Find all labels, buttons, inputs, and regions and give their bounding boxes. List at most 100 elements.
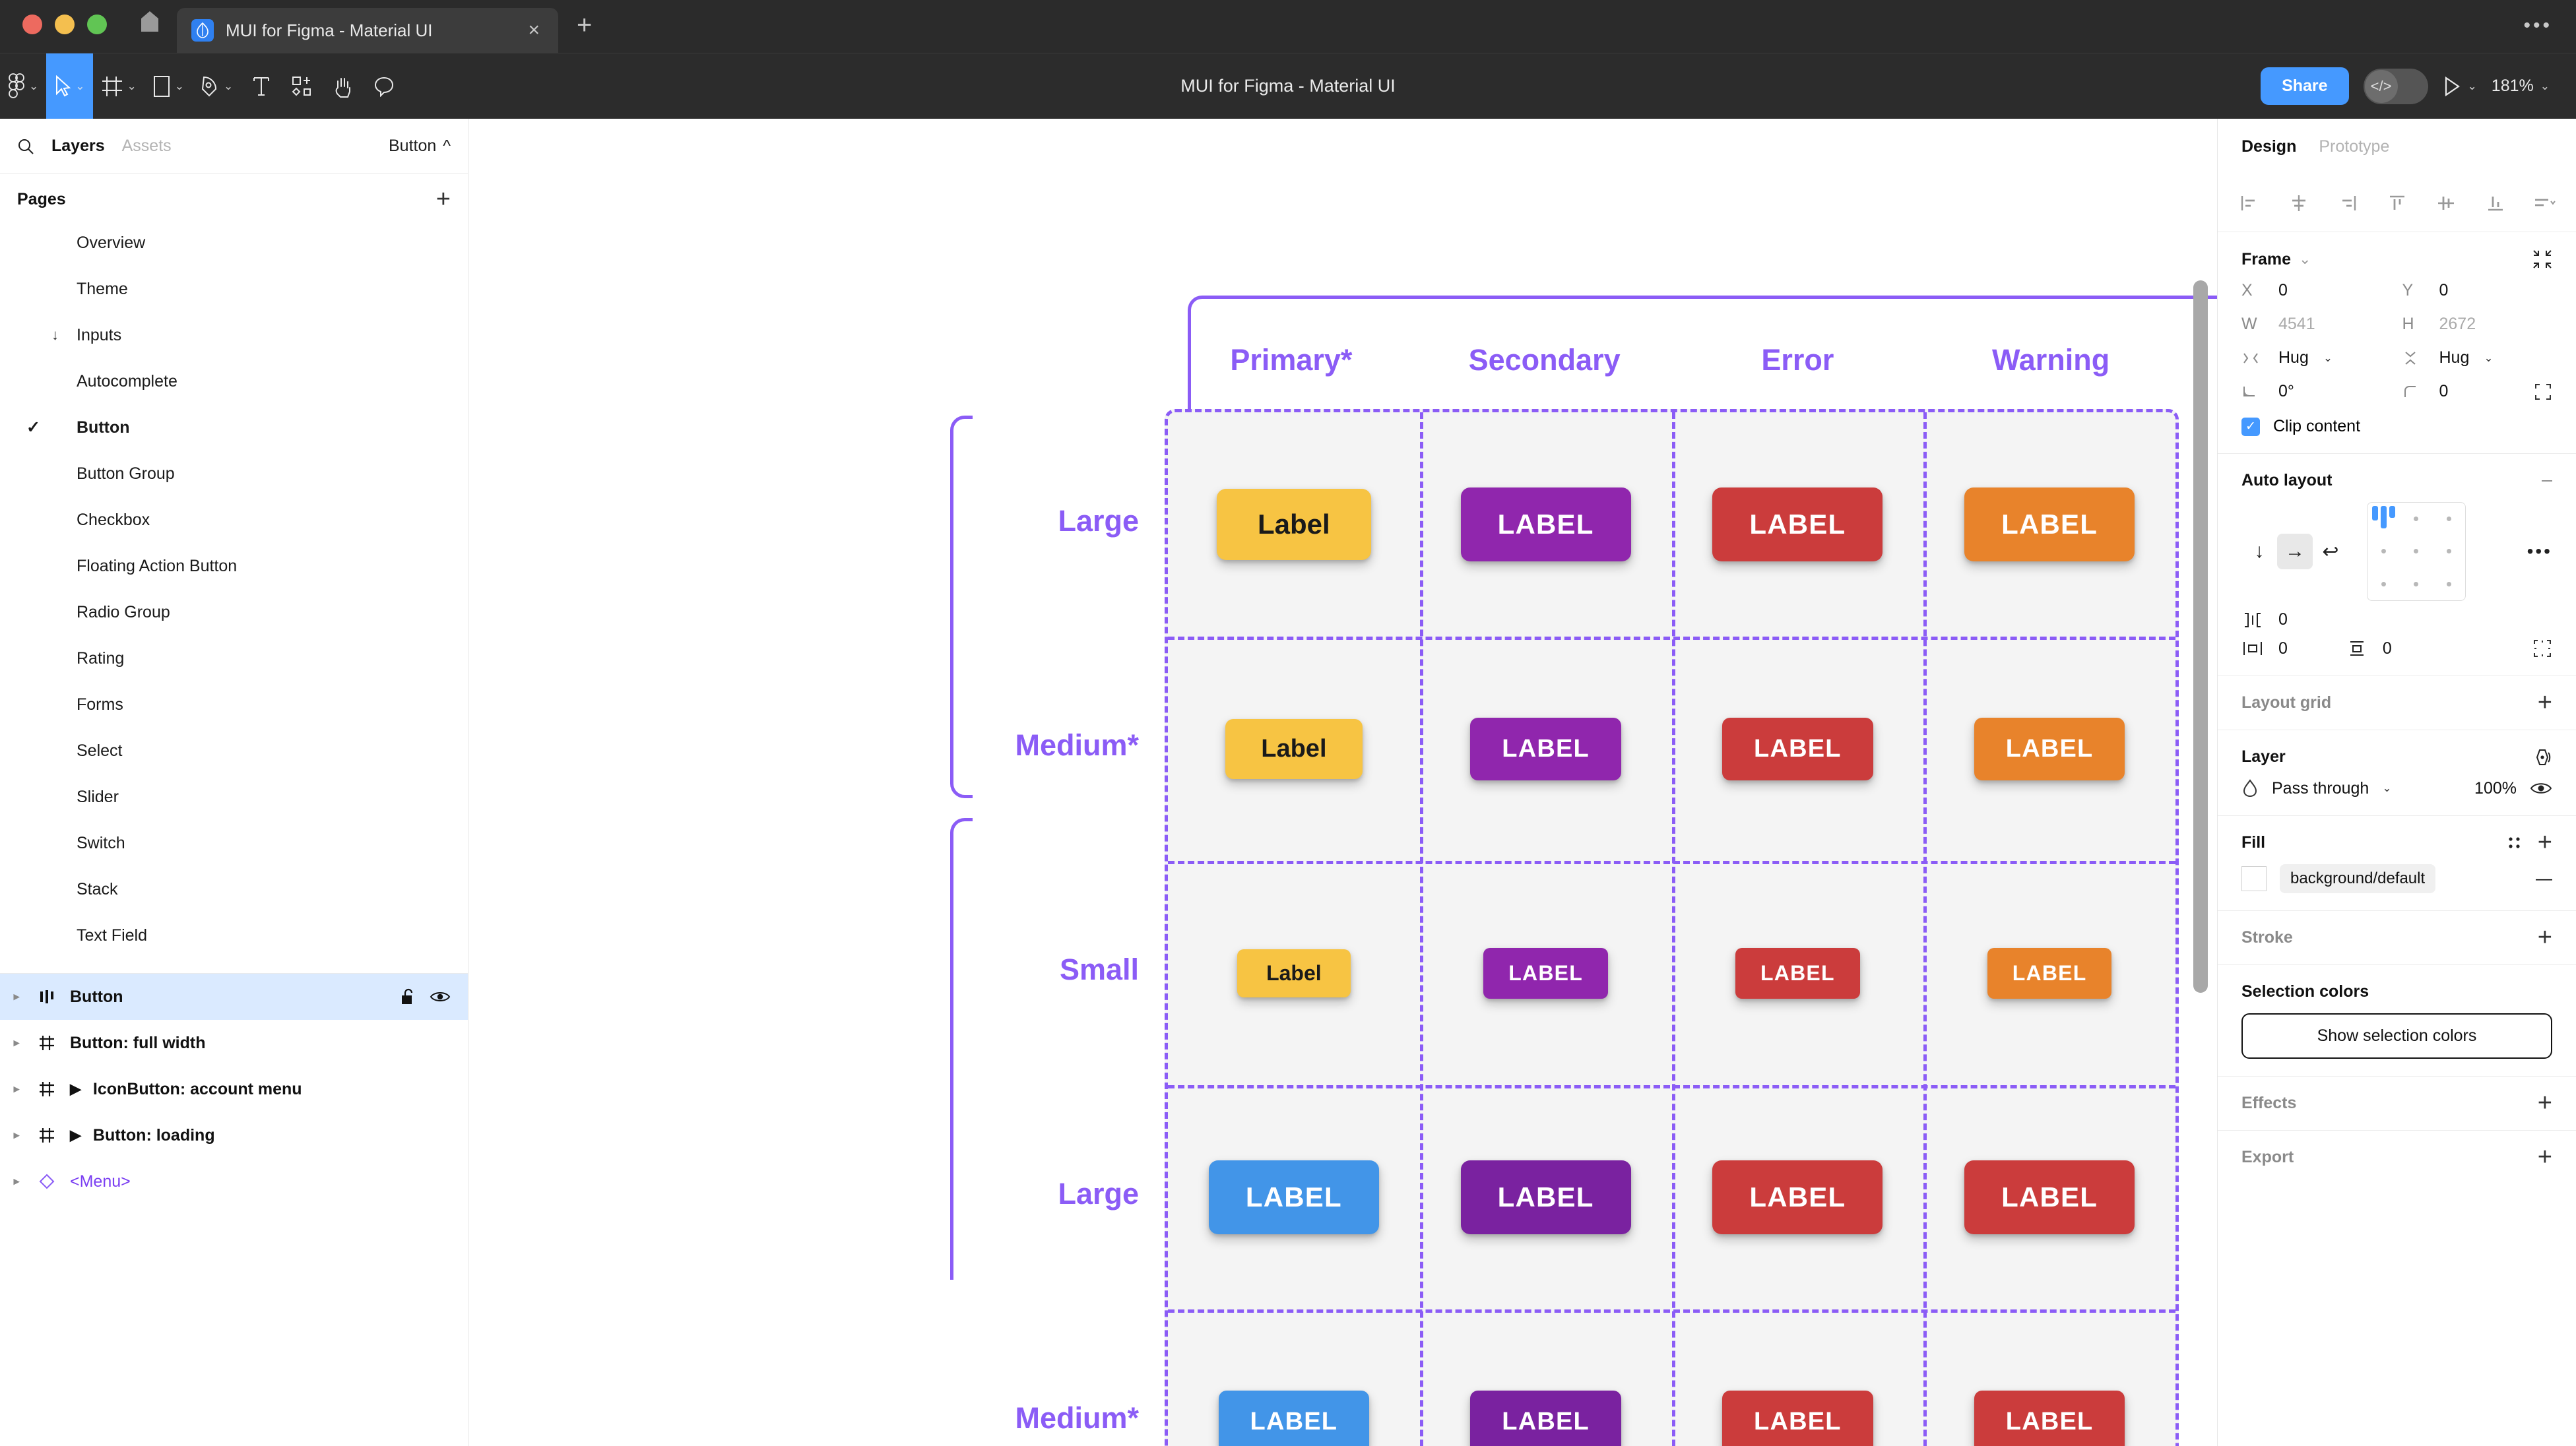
remove-fill-button[interactable]: —: [2536, 869, 2552, 889]
unlock-icon[interactable]: [399, 988, 416, 1006]
dev-mode-toggle[interactable]: </>: [2364, 69, 2428, 104]
design-button[interactable]: LABEL: [1483, 948, 1608, 999]
home-icon[interactable]: [123, 0, 177, 53]
hand-tool-icon[interactable]: [323, 53, 364, 119]
tab-layers[interactable]: Layers: [51, 137, 105, 156]
text-tool-icon[interactable]: [241, 53, 282, 119]
layer-settings-icon[interactable]: [2532, 748, 2552, 767]
page-item[interactable]: Checkbox: [0, 497, 468, 543]
tab-design[interactable]: Design: [2241, 137, 2296, 156]
present-button[interactable]: ⌄: [2443, 76, 2477, 97]
fill-color-swatch[interactable]: [2241, 866, 2267, 891]
page-item[interactable]: Theme: [0, 266, 468, 312]
fill-token-label[interactable]: background/default: [2280, 864, 2435, 893]
browser-menu-icon[interactable]: •••: [2523, 16, 2552, 36]
page-item[interactable]: ↓Inputs: [0, 312, 468, 358]
layer-row[interactable]: ▸<Menu>: [0, 1158, 468, 1205]
design-button[interactable]: LABEL: [1974, 1391, 2125, 1446]
instance-expand-icon[interactable]: ▶: [70, 1081, 81, 1098]
design-button[interactable]: LABEL: [1712, 1160, 1883, 1234]
expand-caret-icon[interactable]: ▸: [9, 1175, 24, 1188]
align-right-icon[interactable]: [2333, 189, 2362, 218]
page-item[interactable]: Radio Group: [0, 589, 468, 635]
layer-row[interactable]: ▸Button: full width: [0, 1020, 468, 1066]
align-vertical-center-icon[interactable]: [2431, 189, 2461, 218]
frame-tool-icon[interactable]: ⌄: [93, 53, 145, 119]
opacity-value[interactable]: 100%: [2474, 779, 2517, 798]
page-selector[interactable]: Button ^: [389, 137, 451, 156]
expand-caret-icon[interactable]: ▸: [9, 990, 24, 1003]
close-window-button[interactable]: [22, 15, 42, 34]
design-button[interactable]: LABEL: [1712, 487, 1883, 561]
align-left-icon[interactable]: [2235, 189, 2264, 218]
layer-row[interactable]: ▸▶Button: loading: [0, 1112, 468, 1158]
design-button[interactable]: LABEL: [1722, 1391, 1873, 1446]
close-tab-icon[interactable]: ×: [524, 20, 544, 40]
design-canvas[interactable]: Contained Primary*SecondaryErrorWarning …: [468, 119, 2217, 1446]
design-button[interactable]: LABEL: [1470, 718, 1621, 780]
design-button[interactable]: Label: [1225, 719, 1362, 779]
auto-layout-padding-row[interactable]: 0 0: [2241, 639, 2552, 658]
page-item[interactable]: Floating Action Button: [0, 543, 468, 589]
width-field[interactable]: W 4541: [2241, 315, 2392, 334]
layer-row[interactable]: ▸Button: [0, 974, 468, 1020]
maximize-window-button[interactable]: [87, 15, 107, 34]
page-item[interactable]: Stack: [0, 866, 468, 912]
show-selection-colors-button[interactable]: Show selection colors: [2241, 1013, 2552, 1059]
expand-caret-icon[interactable]: ▸: [9, 1036, 24, 1050]
add-effect-button[interactable]: +: [2538, 1094, 2552, 1112]
tab-assets[interactable]: Assets: [122, 137, 172, 156]
design-button[interactable]: Label: [1217, 489, 1371, 560]
rotation-field[interactable]: 0°: [2241, 382, 2392, 401]
auto-layout-vertical-button[interactable]: ↓: [2241, 534, 2277, 569]
auto-layout-gap-row[interactable]: 0: [2241, 610, 2552, 629]
page-item[interactable]: Switch: [0, 820, 468, 866]
page-item[interactable]: Button Group: [0, 451, 468, 497]
design-button[interactable]: LABEL: [1735, 948, 1860, 999]
align-horizontal-center-icon[interactable]: [2284, 189, 2313, 218]
auto-layout-horizontal-button[interactable]: →: [2277, 534, 2313, 569]
vertical-resizing-field[interactable]: Hug ⌄: [2402, 348, 2553, 367]
figma-menu-icon[interactable]: ⌄: [0, 53, 46, 119]
design-button[interactable]: LABEL: [1209, 1160, 1379, 1234]
corner-radius-field[interactable]: 0: [2402, 382, 2553, 401]
horizontal-resizing-field[interactable]: Hug ⌄: [2241, 348, 2392, 367]
design-button[interactable]: LABEL: [1964, 1160, 2135, 1234]
shape-tool-icon[interactable]: ⌄: [145, 53, 192, 119]
add-fill-button[interactable]: +: [2538, 834, 2552, 852]
page-item[interactable]: Slider: [0, 774, 468, 820]
height-field[interactable]: H 2672: [2402, 315, 2553, 334]
x-field[interactable]: X 0: [2241, 281, 2392, 300]
design-button[interactable]: LABEL: [1987, 948, 2112, 999]
minimize-window-button[interactable]: [55, 15, 75, 34]
design-button[interactable]: LABEL: [1219, 1391, 1370, 1446]
share-button[interactable]: Share: [2261, 67, 2348, 105]
expand-caret-icon[interactable]: ▸: [9, 1083, 24, 1096]
canvas-scrollbar[interactable]: [2193, 280, 2208, 993]
add-export-button[interactable]: +: [2538, 1148, 2552, 1166]
design-button[interactable]: LABEL: [1722, 718, 1873, 780]
clip-content-row[interactable]: ✓ Clip content: [2241, 417, 2552, 436]
design-button[interactable]: LABEL: [1461, 487, 1631, 561]
design-button[interactable]: LABEL: [1974, 718, 2125, 780]
page-item[interactable]: Text Field: [0, 912, 468, 959]
add-layout-grid-button[interactable]: +: [2538, 694, 2552, 712]
expand-caret-icon[interactable]: ▸: [9, 1129, 24, 1142]
distribute-menu-icon[interactable]: [2530, 189, 2559, 218]
align-bottom-icon[interactable]: [2481, 189, 2510, 218]
resize-to-fit-icon[interactable]: [2532, 249, 2552, 269]
clip-content-checkbox[interactable]: ✓: [2241, 418, 2260, 436]
comment-tool-icon[interactable]: [364, 53, 404, 119]
design-button[interactable]: LABEL: [1461, 1160, 1631, 1234]
page-item[interactable]: Rating: [0, 635, 468, 681]
individual-padding-icon[interactable]: [2532, 639, 2552, 658]
page-item[interactable]: Select: [0, 728, 468, 774]
blend-mode-value[interactable]: Pass through: [2272, 779, 2369, 798]
page-item[interactable]: ✓Button: [0, 404, 468, 451]
layer-row[interactable]: ▸▶IconButton: account menu: [0, 1066, 468, 1112]
design-button[interactable]: LABEL: [1470, 1391, 1621, 1446]
add-page-button[interactable]: +: [436, 191, 451, 208]
browser-tab[interactable]: MUI for Figma - Material UI ×: [177, 8, 558, 53]
independent-corners-icon[interactable]: [2534, 383, 2552, 401]
y-field[interactable]: Y 0: [2402, 281, 2553, 300]
